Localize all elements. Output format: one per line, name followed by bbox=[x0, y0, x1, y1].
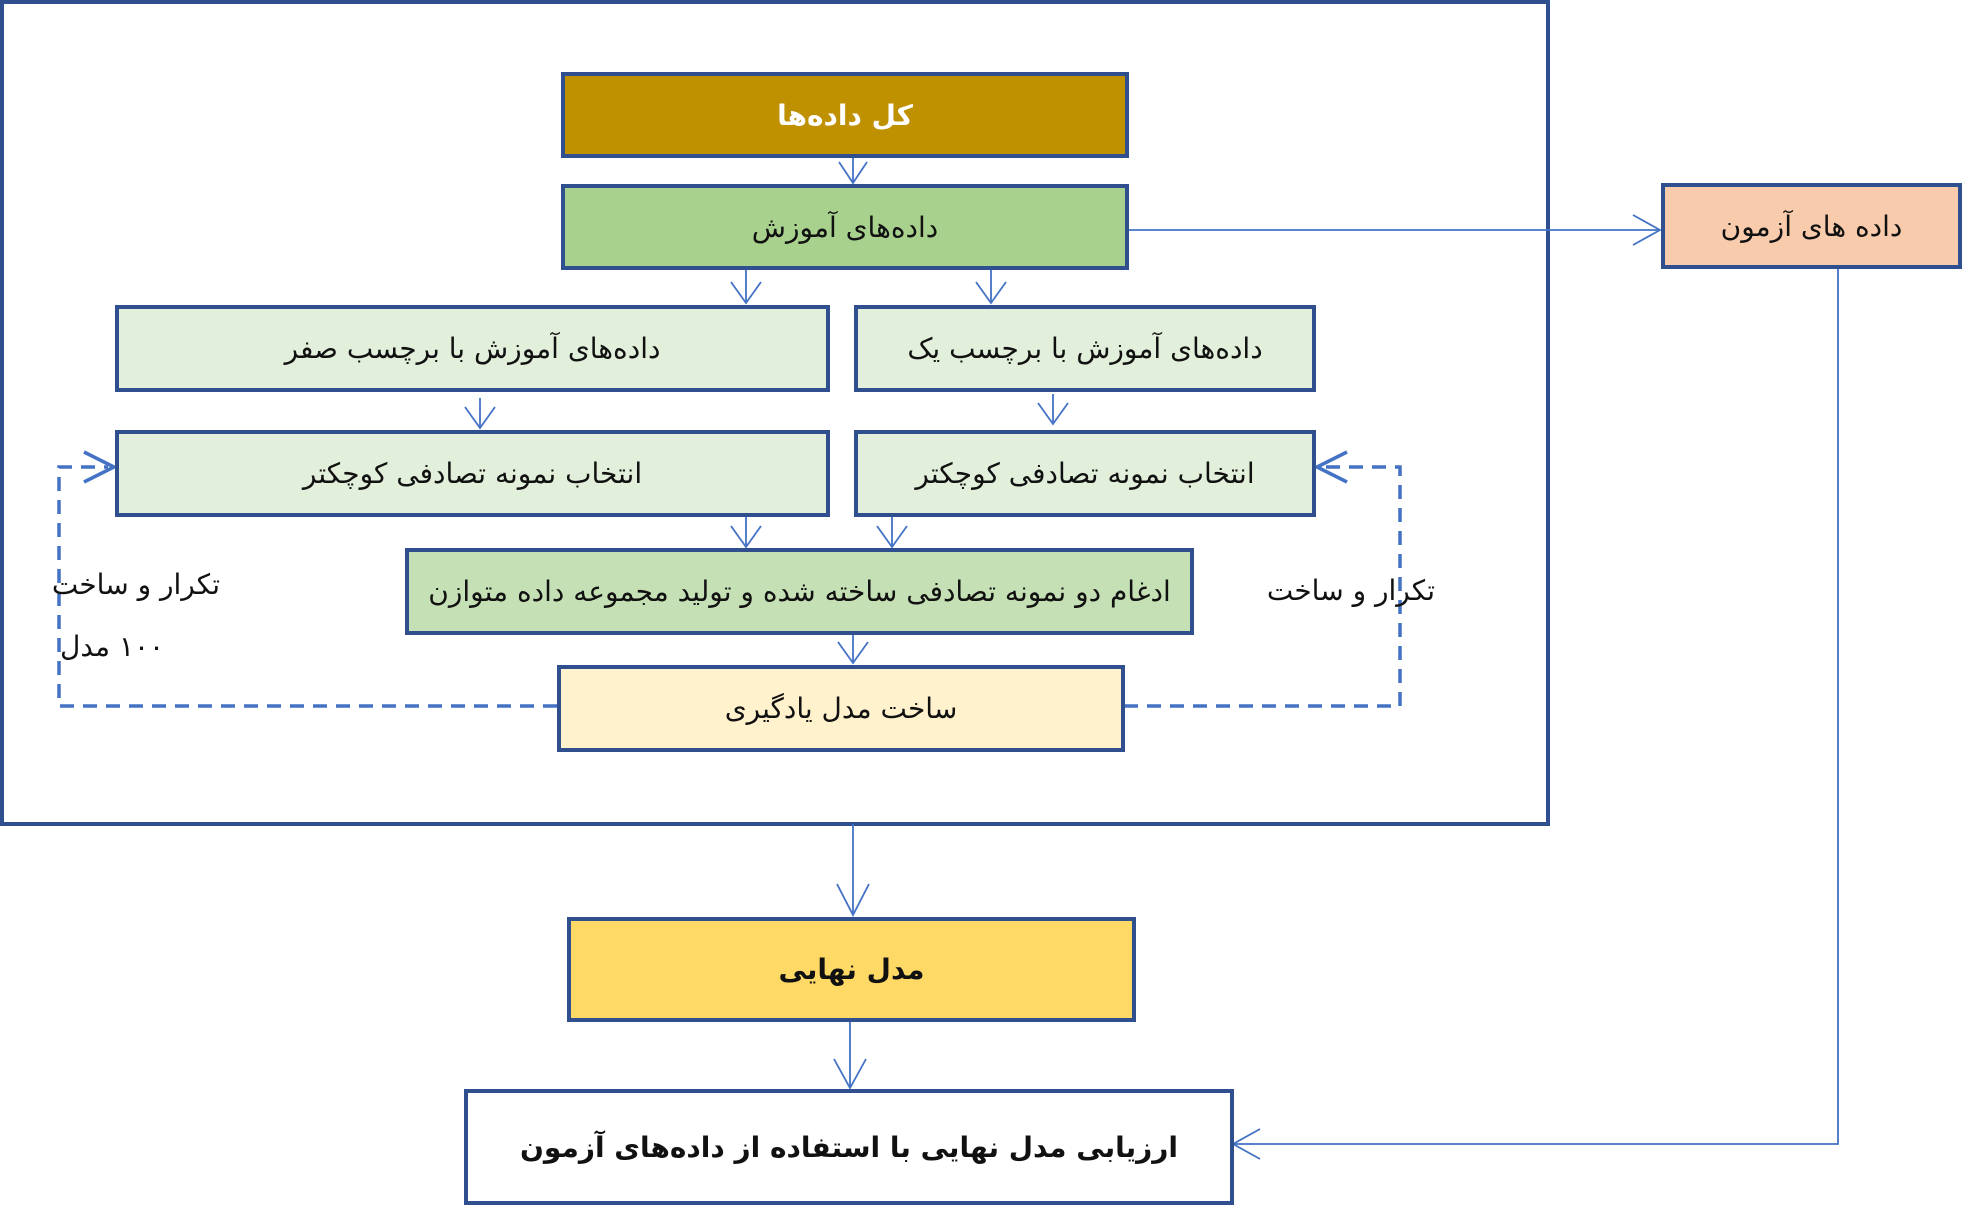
arrow-test-to-evaluation bbox=[1231, 268, 1839, 1160]
node-test-data: داده های آزمون bbox=[1661, 183, 1962, 269]
loop-left-dashed bbox=[57, 465, 557, 708]
node-train-label-one-label: داده‌های آموزش با برچسب یک bbox=[907, 332, 1263, 365]
arrow-right-sample-to-merge bbox=[876, 516, 908, 549]
node-merge-label: ادغام دو نمونه تصادفی ساخته شده و تولید … bbox=[428, 575, 1171, 608]
arrow-final-to-evaluation bbox=[833, 1021, 867, 1090]
loop-left-label-line2: ۱۰۰ مدل bbox=[60, 630, 165, 663]
node-training-data-label: داده‌های آموزش bbox=[751, 210, 939, 244]
arrow-training-to-test bbox=[1129, 214, 1662, 246]
node-all-data: کل داده‌ها bbox=[561, 72, 1129, 158]
node-train-label-one: داده‌های آموزش با برچسب یک bbox=[854, 305, 1316, 392]
node-all-data-label: کل داده‌ها bbox=[777, 98, 913, 132]
arrow-left-sample-to-merge bbox=[730, 516, 762, 549]
loop-right-dashed bbox=[1124, 465, 1402, 708]
node-sample-right-label: انتخاب نمونه تصادفی کوچکتر bbox=[915, 457, 1255, 490]
loop-left-label-line1: تکرار و ساخت bbox=[51, 568, 220, 601]
node-test-data-label: داده های آزمون bbox=[1720, 209, 1903, 243]
training-phase-frame bbox=[0, 0, 1550, 826]
arrow-merge-to-build bbox=[837, 633, 869, 665]
loop-right-label: تکرار و ساخت bbox=[1266, 574, 1435, 607]
node-train-label-zero-label: داده‌های آموزش با برچسب صفر bbox=[284, 332, 661, 365]
node-final-model-label: مدل نهایی bbox=[778, 953, 925, 986]
arrow-training-to-zero bbox=[730, 270, 762, 305]
arrow-zero-to-sample bbox=[464, 398, 496, 430]
node-training-data: داده‌های آموزش bbox=[561, 184, 1129, 270]
arrow-frame-to-final bbox=[836, 824, 870, 917]
node-sample-right: انتخاب نمونه تصادفی کوچکتر bbox=[854, 430, 1316, 517]
node-evaluation-label: ارزیابی مدل نهایی با استفاده از داده‌های… bbox=[520, 1130, 1178, 1164]
loop-left-arrowhead bbox=[83, 450, 118, 484]
arrow-training-to-one bbox=[975, 270, 1007, 305]
node-build-model-label: ساخت مدل یادگیری bbox=[724, 692, 958, 725]
node-evaluation: ارزیابی مدل نهایی با استفاده از داده‌های… bbox=[464, 1089, 1234, 1205]
arrow-one-to-sample bbox=[1037, 394, 1069, 426]
node-merge: ادغام دو نمونه تصادفی ساخته شده و تولید … bbox=[405, 548, 1194, 635]
loop-right-arrowhead bbox=[1313, 450, 1348, 484]
arrow-all-to-training bbox=[838, 157, 868, 185]
node-sample-left-label: انتخاب نمونه تصادفی کوچکتر bbox=[302, 457, 643, 490]
node-final-model: مدل نهایی bbox=[567, 917, 1136, 1022]
node-sample-left: انتخاب نمونه تصادفی کوچکتر bbox=[115, 430, 830, 517]
node-train-label-zero: داده‌های آموزش با برچسب صفر bbox=[115, 305, 830, 392]
node-build-model: ساخت مدل یادگیری bbox=[557, 665, 1125, 752]
